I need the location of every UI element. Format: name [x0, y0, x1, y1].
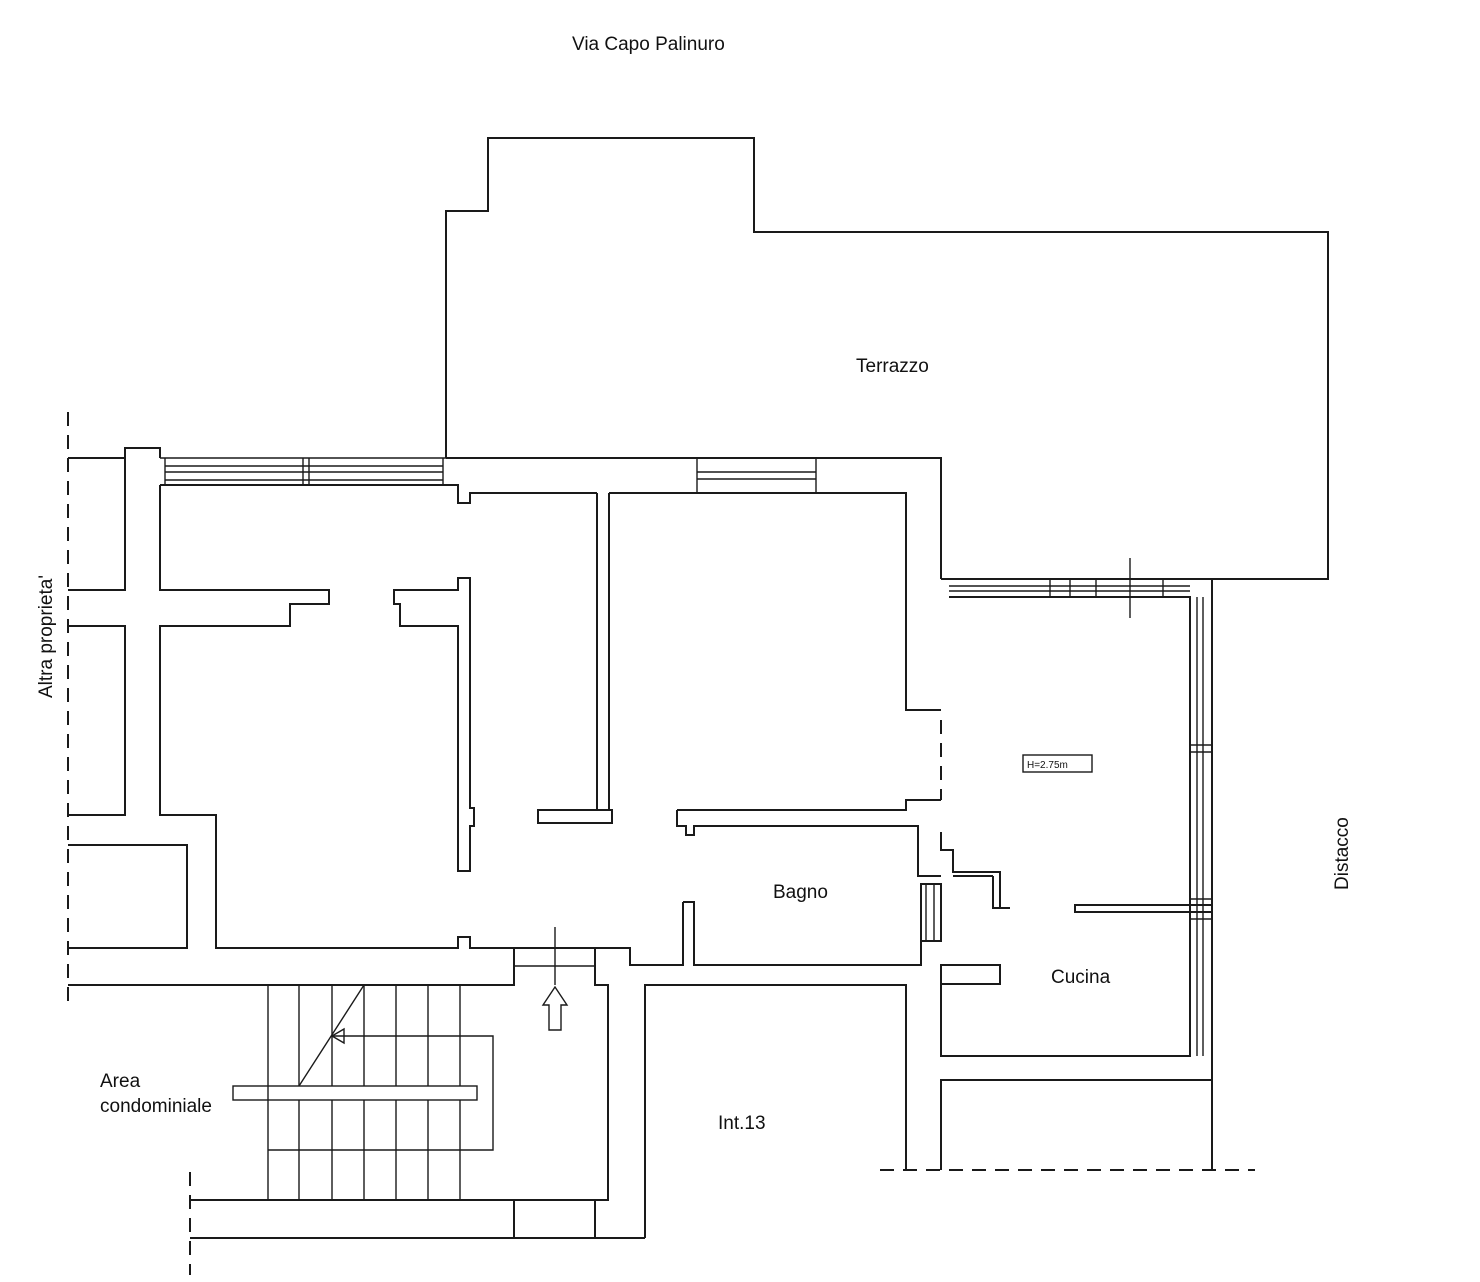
- window-kitchen-top: [949, 558, 1190, 618]
- top-facade-wall: [68, 447, 942, 711]
- left-walls: [68, 458, 514, 949]
- side-label-other-property: Altra proprieta': [36, 575, 57, 698]
- common-area-label-line1: Area: [100, 1071, 141, 1092]
- window-bathroom: [925, 884, 935, 941]
- street-label: Via Capo Palinuro: [572, 34, 725, 55]
- partition-wall-2: [537, 493, 613, 824]
- bathroom-bottom-wall: [595, 883, 942, 966]
- kitchen-walls: [940, 578, 1213, 1170]
- room-label-kitchen: Cucina: [1051, 967, 1111, 988]
- unit-label: Int.13: [718, 1113, 766, 1134]
- right-lower-walls: [941, 1079, 1213, 1170]
- ceiling-height-text: H=2.75m: [1027, 760, 1068, 771]
- common-area-label-line2: condominiale: [100, 1096, 212, 1117]
- bathroom-top-wall: [676, 799, 1010, 909]
- room-label-terrace: Terrazzo: [856, 356, 929, 377]
- side-label-setback: Distacco: [1332, 817, 1353, 890]
- entrance-door: [514, 927, 595, 985]
- ceiling-height-tag: [1022, 754, 1093, 773]
- partition-wall-1: [393, 577, 475, 872]
- terrace-outline: [445, 137, 1329, 580]
- staircase: [232, 984, 494, 1200]
- window-kitchen-right: [1190, 597, 1212, 1056]
- entrance-arrow-icon: [541, 985, 569, 1031]
- room-label-bathroom: Bagno: [773, 882, 828, 903]
- lower-walls: [68, 947, 907, 1239]
- window-top-left: [160, 457, 446, 485]
- window-top-center: [696, 457, 817, 494]
